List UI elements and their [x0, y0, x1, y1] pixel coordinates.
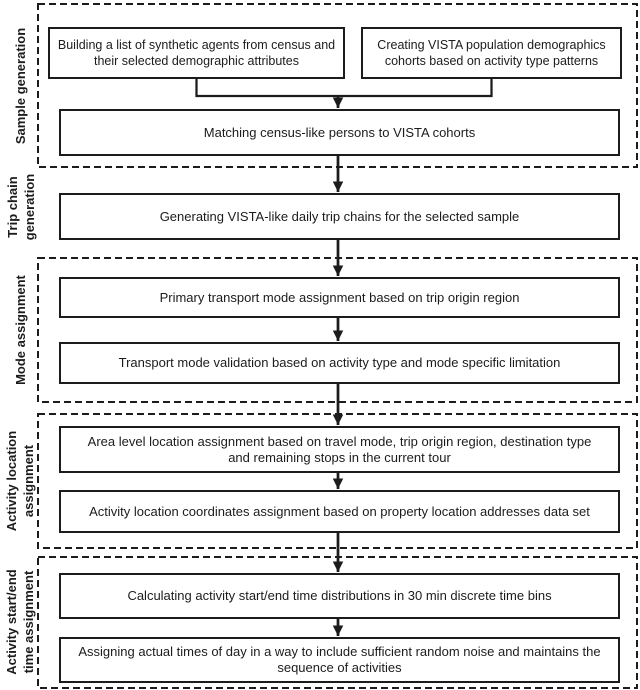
- step-location-coordinates: Activity location coordinates assignment…: [59, 490, 620, 533]
- section-label-activity-time-assignment: Activity start/end time assignment: [4, 569, 36, 675]
- step-area-level-location: Area level location assignment based on …: [59, 426, 620, 473]
- section-label-activity-location-assignment: Activity location assignment: [4, 430, 36, 532]
- merge-connector-left: [195, 79, 338, 98]
- step-matching-census-persons: Matching census-like persons to VISTA co…: [59, 109, 620, 156]
- merge-connector-right: [338, 79, 493, 98]
- step-primary-mode-assignment: Primary transport mode assignment based …: [59, 277, 620, 318]
- step-generating-trip-chains: Generating VISTA-like daily trip chains …: [59, 193, 620, 240]
- section-label-sample-generation: Sample generation: [12, 27, 28, 145]
- step-creating-vista-cohorts: Creating VISTA population demographics c…: [361, 27, 622, 79]
- step-mode-validation: Transport mode validation based on activ…: [59, 342, 620, 384]
- section-label-trip-chain-generation: Trip chain generation: [5, 173, 37, 241]
- step-building-synthetic-agents: Building a list of synthetic agents from…: [48, 27, 345, 79]
- section-label-mode-assignment: Mode assignment: [12, 275, 28, 385]
- step-assigning-actual-times: Assigning actual times of day in a way t…: [59, 637, 620, 683]
- step-time-distributions: Calculating activity start/end time dist…: [59, 573, 620, 619]
